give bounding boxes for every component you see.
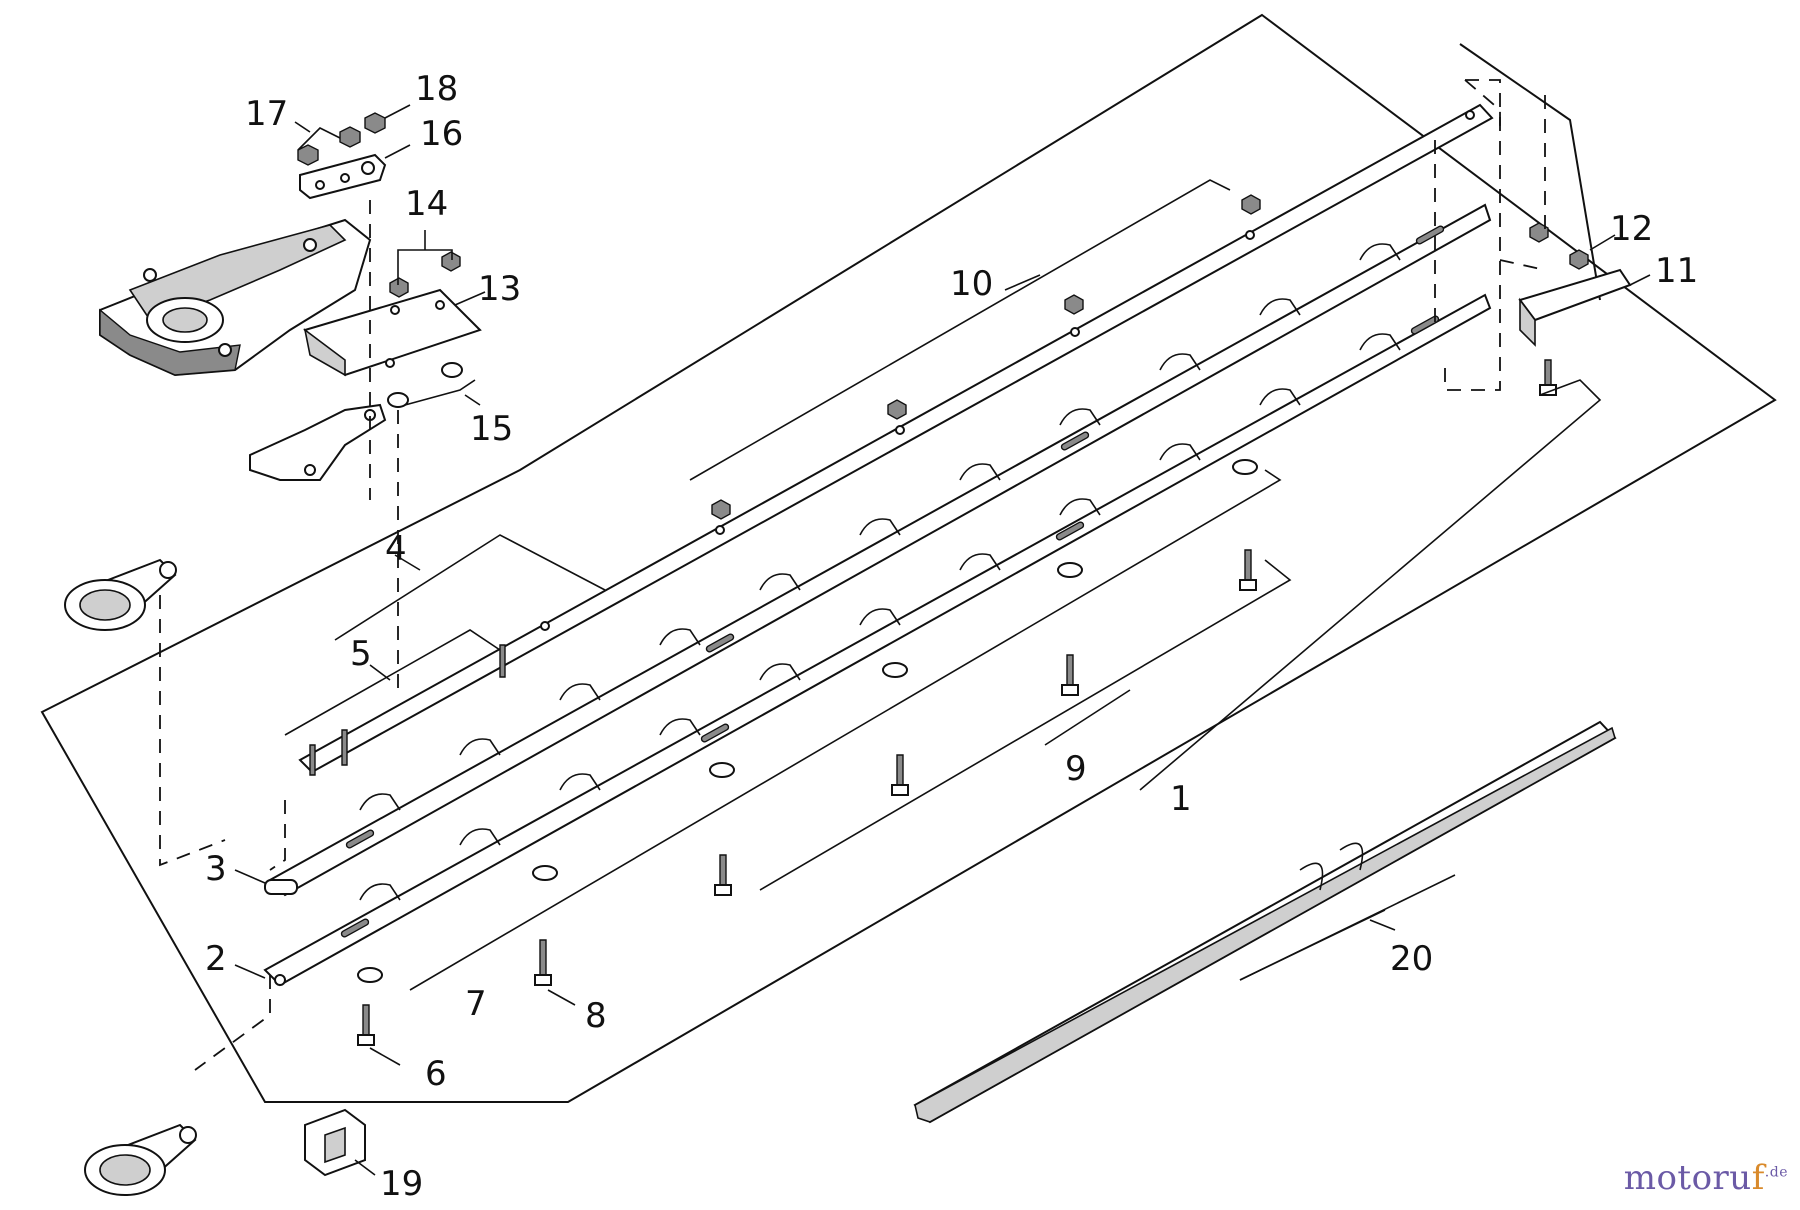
- callout-1: 1: [1170, 779, 1192, 819]
- gear-case: [99, 218, 372, 377]
- callout-7: 7: [465, 984, 487, 1024]
- plate-16: [299, 153, 387, 200]
- nut-14a: [389, 277, 409, 298]
- assembly-outline: [40, 13, 1777, 1103]
- callout-10: 10: [950, 264, 993, 304]
- watermark-tld: .de: [1764, 1164, 1788, 1181]
- scabbard-20: [913, 720, 1617, 1124]
- callout-6: 6: [425, 1054, 447, 1094]
- callout-11: 11: [1655, 251, 1698, 291]
- callout-15: 15: [470, 409, 513, 449]
- studs-5: [309, 644, 506, 776]
- plate-13: [303, 288, 482, 377]
- bearing-ring-upper: [64, 558, 177, 631]
- callout-20: 20: [1390, 939, 1433, 979]
- washer-15a: [387, 392, 409, 408]
- lower-blade-2: [263, 293, 1492, 987]
- callout-17: 17: [245, 94, 288, 134]
- callout-8: 8: [585, 996, 607, 1036]
- cover-19: [304, 1108, 366, 1177]
- blade-slots: [340, 225, 1445, 938]
- callout-5: 5: [350, 634, 372, 674]
- callout-14: 14: [405, 184, 448, 224]
- callout-3: 3: [205, 849, 227, 889]
- bolts: [357, 359, 1557, 1046]
- bracket-plate: [249, 403, 387, 481]
- callout-2: 2: [205, 939, 227, 979]
- blade-group-outline: [1459, 43, 1601, 301]
- guide-bar-nuts: [711, 194, 1589, 520]
- washer-15b: [441, 362, 463, 378]
- callout-13: 13: [478, 269, 521, 309]
- washers-7: [357, 459, 1258, 983]
- callout-18: 18: [415, 69, 458, 109]
- watermark-accent: f: [1751, 1158, 1765, 1198]
- nuts-17-18: [297, 112, 386, 166]
- upper-blade-3: [264, 203, 1492, 897]
- callout-4: 4: [385, 529, 407, 569]
- callout-9: 9: [1065, 749, 1087, 789]
- callout-16: 16: [420, 114, 463, 154]
- bearing-ring-lower: [84, 1123, 197, 1196]
- watermark-main: motoru: [1623, 1158, 1752, 1198]
- callout-19: 19: [380, 1164, 423, 1204]
- callout-12: 12: [1610, 209, 1653, 249]
- nut-14b: [441, 251, 461, 272]
- leader-lines: [234, 104, 1651, 1176]
- guide-bar-10: [298, 103, 1494, 774]
- watermark-logo: motoruf.de: [1624, 1158, 1788, 1198]
- dashed-guides: [159, 79, 1546, 1071]
- bracket-11: [1518, 268, 1632, 347]
